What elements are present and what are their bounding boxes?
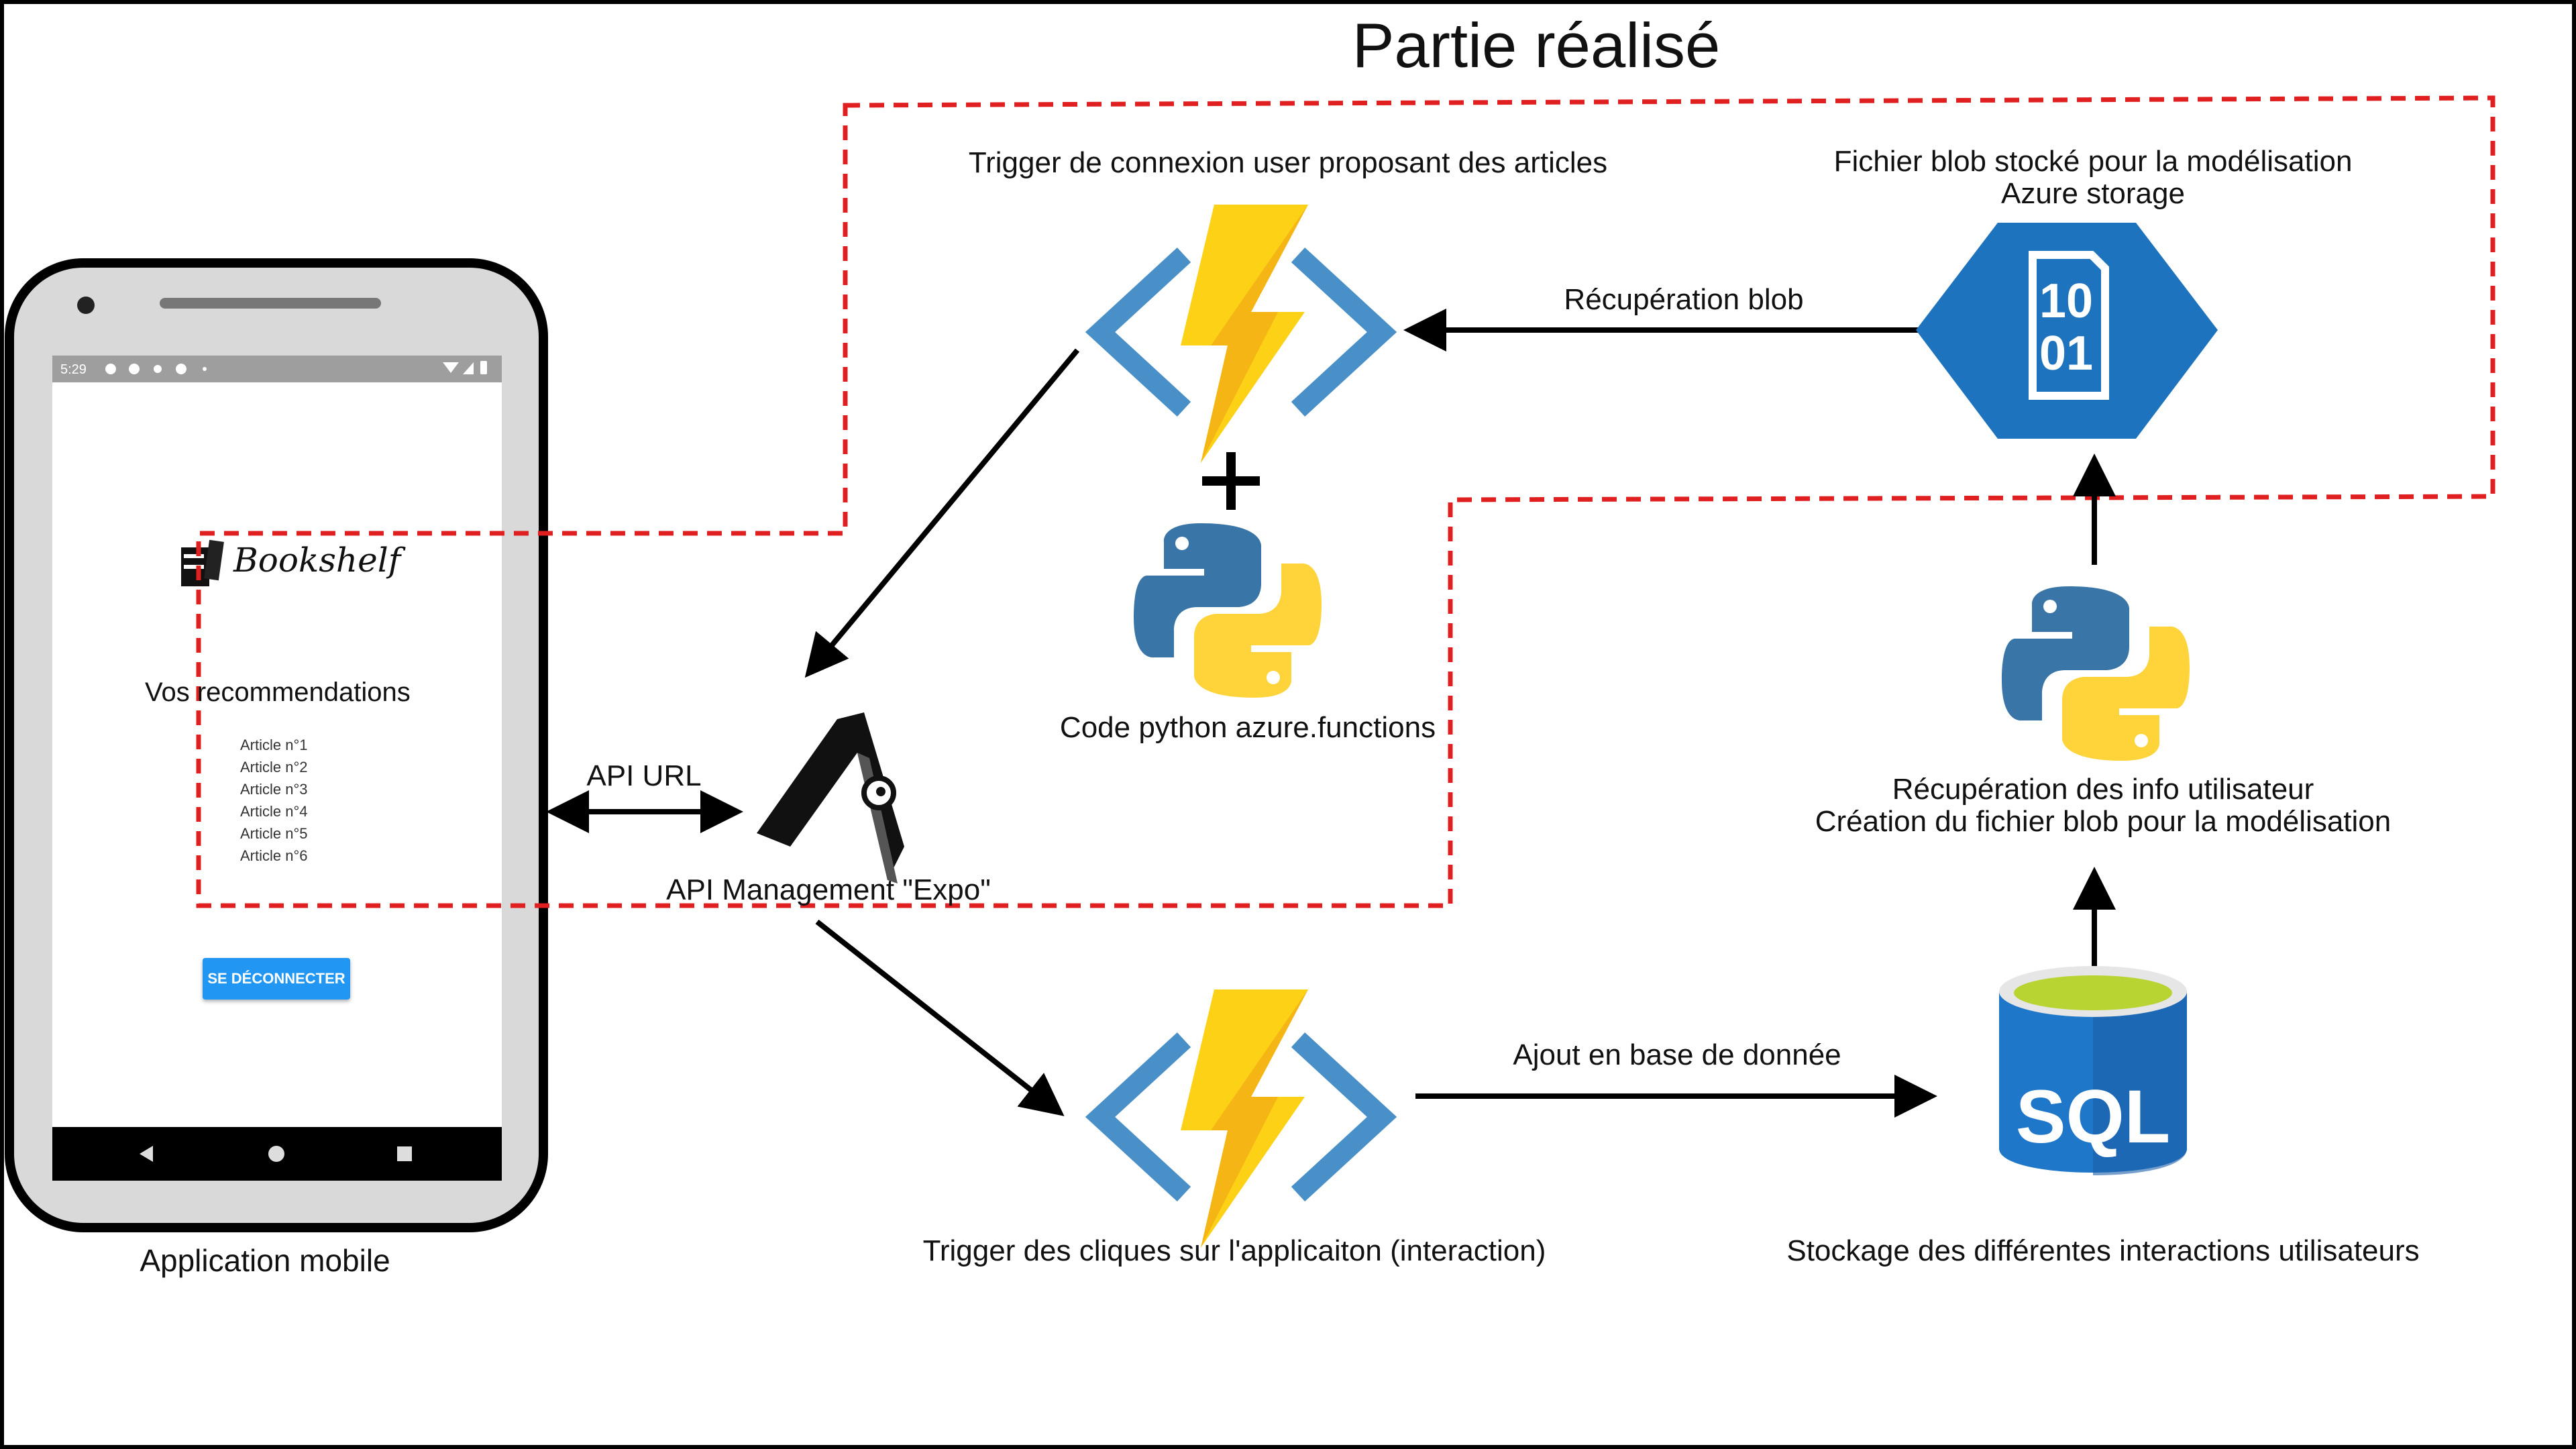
article-item[interactable]: Article n°5 [240,825,308,842]
api-management-label: API Management "Expo" [666,873,991,906]
phone-screen [52,356,502,1181]
recommendations-heading: Vos recommendations [145,678,411,707]
mobile-phone [5,258,548,1232]
recup-info-label-line2: Création du fichier blob pour la modélis… [1815,805,2392,838]
article-item[interactable]: Article n°1 [240,737,308,753]
trigger-login-label: Trigger de connexion user proposant des … [968,146,1608,179]
article-item[interactable]: Article n°4 [240,803,308,820]
code-python-label: Code python azure.functions [1059,711,1436,744]
api-to-click-trigger-arrow [815,919,1065,1116]
status-bar [52,356,502,382]
blob-storage-label-line2: Azure storage [2001,177,2185,210]
stockage-label: Stockage des différentes interactions ut… [1786,1234,2420,1267]
logout-button[interactable]: SE DÉCONNECTER [203,958,350,1000]
ajout-base-label: Ajout en base de donnée [1513,1038,1841,1071]
azure-blob-storage-icon [1916,223,2218,439]
python-logo-right-icon [2002,586,2190,761]
status-time: 5:29 [60,362,87,377]
bookshelf-logo-icon [181,539,224,586]
api-url-label: API URL [586,759,702,792]
python-logo-icon [1134,523,1322,698]
sql-database-icon [1999,966,2187,1175]
plus-icon [1202,452,1260,510]
article-item[interactable]: Article n°6 [240,847,308,864]
api-management-icon [757,712,904,883]
trigger-to-api-arrow [804,348,1080,678]
blob-bits-top: 10 [2039,274,2094,328]
status-icons [105,361,487,374]
article-item[interactable]: Article n°2 [240,759,308,775]
bookshelf-logo-text: Bookshelf [233,541,401,580]
sql-text: SQL [2015,1075,2171,1159]
azure-function-clicks-icon [1085,989,1397,1248]
recup-info-label-line1: Récupération des info utilisateur [1892,773,2314,806]
article-item[interactable]: Article n°3 [240,781,308,798]
trigger-clicks-label: Trigger des cliques sur l'applicaiton (i… [922,1234,1546,1267]
phone-camera [77,297,95,314]
nav-recents-icon[interactable] [397,1146,412,1161]
recup-blob-label: Récupération blob [1564,283,1804,316]
blob-bits-bottom: 01 [2039,327,2094,380]
page-title: Partie réalisé [1352,10,1721,80]
phone-caption: Application mobile [140,1243,390,1278]
blob-storage-label-line1: Fichier blob stocké pour la modélisation [1833,145,2353,178]
nav-home-icon[interactable] [268,1146,284,1162]
phone-speaker [160,298,381,309]
nav-back-icon[interactable] [140,1146,153,1162]
azure-function-login-icon [1085,205,1397,463]
